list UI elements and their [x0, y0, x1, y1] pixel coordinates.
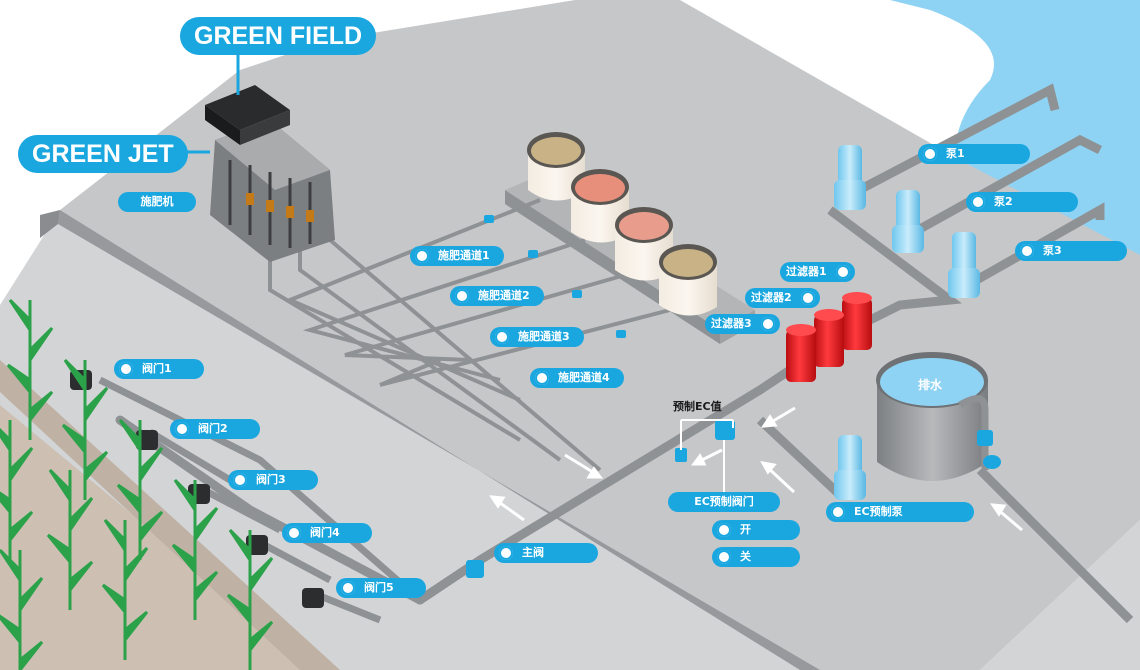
- label-valve-4[interactable]: 阀门4: [282, 523, 372, 543]
- label-dot-icon: [341, 581, 355, 595]
- option-close[interactable]: 关: [712, 547, 800, 567]
- label-valve-3[interactable]: 阀门3: [228, 470, 318, 490]
- label-text: EC预制泵: [854, 505, 903, 518]
- label-drain: 排水: [918, 376, 942, 393]
- drain-tank-icon: [876, 352, 1001, 481]
- green-field-badge: GREEN FIELD: [180, 17, 376, 55]
- label-text: 施肥通道2: [478, 289, 530, 302]
- label-dot-icon: [119, 362, 133, 376]
- label-text: 过滤器1: [786, 265, 827, 278]
- label-pump-1[interactable]: 泵1: [918, 144, 1030, 164]
- label-channel-4[interactable]: 施肥通道4: [530, 368, 624, 388]
- label-text: 泵2: [994, 195, 1013, 208]
- label-pump-3[interactable]: 泵3: [1015, 241, 1127, 261]
- label-dot-icon: [831, 505, 845, 519]
- label-dot-icon: [495, 330, 509, 344]
- pump-2-icon: [892, 190, 924, 253]
- label-text: 施肥通道3: [518, 330, 570, 343]
- label-text: 施肥通道4: [558, 371, 610, 384]
- label-text: 主阀: [522, 546, 544, 559]
- label-fertigation-machine[interactable]: 施肥机: [118, 192, 196, 212]
- label-dot-icon: [761, 317, 775, 331]
- label-text: 阀门4: [310, 526, 340, 539]
- label-text: 阀门2: [198, 422, 228, 435]
- label-text: 过滤器3: [711, 317, 752, 330]
- label-text: 阀门5: [364, 581, 394, 594]
- label-filter-1[interactable]: 过滤器1: [780, 262, 855, 282]
- label-dot-icon: [717, 550, 731, 564]
- label-text: 开: [740, 523, 751, 536]
- main-valve-icon: [466, 560, 484, 578]
- label-text: 阀门1: [142, 362, 172, 375]
- label-dot-icon: [287, 526, 301, 540]
- label-ec-preset-pump[interactable]: EC预制泵: [826, 502, 974, 522]
- label-text: 泵1: [946, 147, 965, 160]
- label-text: 关: [740, 550, 751, 563]
- label-channel-3[interactable]: 施肥通道3: [490, 327, 584, 347]
- label-preset-ec: 预制EC值: [673, 398, 722, 414]
- label-text: 泵3: [1043, 244, 1062, 257]
- label-filter-3[interactable]: 过滤器3: [705, 314, 780, 334]
- label-dot-icon: [923, 147, 937, 161]
- label-valve-5[interactable]: 阀门5: [336, 578, 426, 598]
- label-valve-2[interactable]: 阀门2: [170, 419, 260, 439]
- label-dot-icon: [1020, 244, 1034, 258]
- label-dot-icon: [233, 473, 247, 487]
- filter-2-icon: [814, 309, 844, 367]
- label-dot-icon: [535, 371, 549, 385]
- label-text: 过滤器2: [751, 291, 792, 304]
- green-jet-badge: GREEN JET: [18, 135, 188, 173]
- pump-1-icon: [834, 145, 866, 210]
- label-channel-1[interactable]: 施肥通道1: [410, 246, 504, 266]
- filter-3-icon: [786, 324, 816, 382]
- option-open[interactable]: 开: [712, 520, 800, 540]
- label-valve-1[interactable]: 阀门1: [114, 359, 204, 379]
- label-text: EC预制阀门: [694, 495, 754, 508]
- fert-tank-4: [659, 244, 717, 316]
- label-filter-2[interactable]: 过滤器2: [745, 288, 820, 308]
- label-dot-icon: [415, 249, 429, 263]
- label-dot-icon: [971, 195, 985, 209]
- label-dot-icon: [717, 523, 731, 537]
- label-dot-icon: [836, 265, 850, 279]
- label-main-valve[interactable]: 主阀: [494, 543, 598, 563]
- filter-1-icon: [842, 292, 872, 350]
- label-channel-2[interactable]: 施肥通道2: [450, 286, 544, 306]
- ec-pump-icon: [834, 435, 866, 500]
- label-ec-preset-valve[interactable]: EC预制阀门: [668, 492, 780, 512]
- label-pump-2[interactable]: 泵2: [966, 192, 1078, 212]
- label-dot-icon: [175, 422, 189, 436]
- pump-3-icon: [948, 232, 980, 298]
- label-text: 施肥机: [141, 195, 174, 208]
- label-text: 施肥通道1: [438, 249, 490, 262]
- label-dot-icon: [499, 546, 513, 560]
- label-text: 阀门3: [256, 473, 286, 486]
- label-dot-icon: [455, 289, 469, 303]
- label-dot-icon: [801, 291, 815, 305]
